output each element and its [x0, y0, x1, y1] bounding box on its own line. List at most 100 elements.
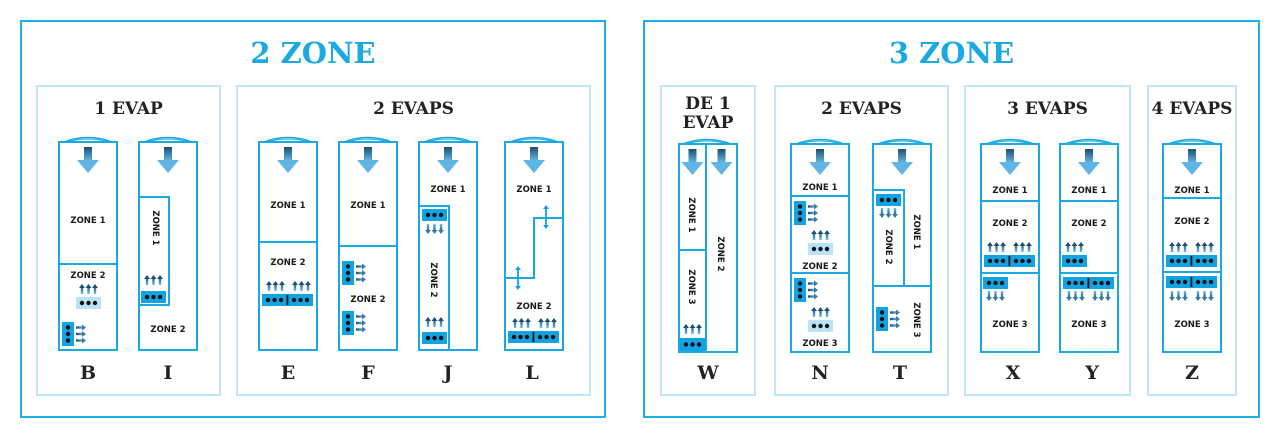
- unit-w: ZONE 1 ZONE 2 ZONE 3: [678, 138, 738, 353]
- zone-label: ZONE 2: [715, 236, 725, 271]
- airflow-up-icon: [266, 281, 311, 291]
- airflow-down-icon: [1169, 291, 1214, 301]
- unit-y: ZONE 1 ZONE 2 ZONE 3: [1059, 138, 1119, 353]
- unit-t: ZONE 2 ZONE 1 ZONE 3: [872, 138, 932, 353]
- zone-label: ZONE 3: [686, 269, 696, 304]
- zone-label: ZONE 1: [1071, 186, 1106, 196]
- supply-arrow-icon: [157, 147, 179, 173]
- panel-title-line-2: EVAP: [682, 113, 734, 133]
- evaporator-icon: [422, 332, 447, 344]
- airflow-up-icon: [811, 307, 830, 317]
- config-letter-y: Y: [1085, 362, 1099, 384]
- config-letter-t: T: [892, 362, 908, 384]
- unit-x: ZONE 1 ZONE 2 ZONE 3: [980, 138, 1040, 353]
- unit-b: ZONE 1 ZONE 2: [58, 136, 118, 351]
- panel-2-evaps: 2 EVAPS: [236, 85, 591, 396]
- airflow-up-icon: [144, 275, 163, 285]
- unit-f: ZONE 1 ZONE 2: [338, 136, 398, 351]
- panel-title: 1 EVAP: [94, 99, 163, 119]
- supply-arrow-icon: [891, 149, 913, 175]
- evaporator-icon: [1063, 277, 1114, 289]
- airflow-up-icon: [1169, 242, 1214, 252]
- unit-e: ZONE 1 ZONE 2: [258, 136, 318, 351]
- zone-label: ZONE 1: [350, 201, 385, 211]
- config-letter-f: F: [361, 362, 375, 384]
- airflow-up-icon: [811, 230, 830, 240]
- zone-label: ZONE 3: [1174, 320, 1209, 330]
- zone-label: ZONE 2: [150, 325, 185, 335]
- airflow-up-icon: [79, 284, 98, 294]
- panel-title: 3 EVAPS: [1007, 99, 1088, 119]
- panel-title: 2 EVAPS: [821, 99, 902, 119]
- evaporator-icon: [62, 322, 86, 346]
- config-letter-b: B: [79, 362, 97, 384]
- panel-de-1-evap: DE 1 EVAP: [660, 85, 756, 396]
- config-letter-l: L: [525, 362, 539, 384]
- supply-arrow-icon: [357, 147, 379, 173]
- three-zone-title: 3 ZONE: [888, 36, 1015, 70]
- zone-label: ZONE 1: [802, 183, 837, 193]
- unit-n: ZONE 1 ZONE 2 ZONE 3: [790, 138, 850, 353]
- airflow-up-icon: [683, 324, 702, 334]
- evaporator-icon: [876, 307, 900, 331]
- evaporator-icon: [76, 297, 101, 309]
- evaporator-icon: [1166, 276, 1217, 288]
- evaporator-icon: [808, 320, 833, 332]
- airflow-down-icon: [425, 224, 444, 234]
- evaporator-icon: [342, 261, 366, 285]
- zone-label: ZONE 2: [992, 219, 1027, 229]
- evaporator-icon: [808, 243, 833, 255]
- two-zone-frame: 2 ZONE: [20, 20, 606, 418]
- config-letter-x: X: [1005, 362, 1021, 384]
- panel-title: 2 EVAPS: [373, 99, 454, 119]
- unit-l: ZONE 1 ZONE 2: [504, 136, 564, 351]
- zone-label: ZONE 3: [992, 320, 1027, 330]
- supply-arrow-icon: [710, 149, 733, 175]
- supply-arrow-icon: [681, 149, 704, 175]
- config-letter-i: I: [163, 362, 173, 384]
- supply-arrow-icon: [277, 147, 299, 173]
- zone-label: ZONE 1: [992, 186, 1027, 196]
- zone-label: ZONE 2: [270, 258, 305, 268]
- airflow-down-icon: [1066, 291, 1111, 301]
- panel-title-line-1: DE 1: [685, 94, 731, 114]
- zone-label: ZONE 1: [686, 197, 696, 232]
- evaporator-icon: [508, 331, 559, 343]
- evaporator-icon: [794, 201, 818, 225]
- zone-label: ZONE 1: [70, 216, 105, 226]
- zone-label: ZONE 2: [1174, 217, 1209, 227]
- evaporator-icon: [984, 255, 1035, 267]
- config-letter-z: Z: [1185, 362, 1199, 384]
- unit-i: ZONE 1 ZONE 2: [138, 136, 198, 351]
- zone-label: ZONE 1: [1174, 186, 1209, 196]
- zone-label: ZONE 1: [516, 185, 551, 195]
- evaporator-icon: [422, 209, 447, 221]
- supply-arrow-icon: [999, 149, 1021, 175]
- zone-label: ZONE 3: [802, 339, 837, 349]
- three-zone-frame: 3 ZONE: [643, 20, 1260, 418]
- two-zone-title: 2 ZONE: [250, 36, 376, 70]
- airflow-up-icon: [512, 318, 557, 328]
- unit-z: ZONE 1 ZONE 2 ZONE 3: [1162, 138, 1222, 353]
- evaporator-icon: [1166, 255, 1217, 267]
- panel-2-evaps-3zone: 2 EVAPS: [774, 85, 949, 396]
- airflow-up-icon: [987, 242, 1032, 252]
- supply-arrow-icon: [1181, 149, 1203, 175]
- supply-arrow-icon: [77, 147, 99, 173]
- unit-j: ZONE 1 ZONE 2: [418, 136, 478, 351]
- zone-label: ZONE 1: [430, 185, 465, 195]
- airflow-down-icon: [879, 208, 898, 218]
- supply-arrow-icon: [809, 149, 831, 175]
- zone-label: ZONE 2: [516, 302, 551, 312]
- airflow-up-icon: [1065, 242, 1084, 252]
- evaporator-icon: [983, 277, 1008, 289]
- zone-label: ZONE 1: [150, 210, 160, 245]
- evaporator-icon: [1062, 255, 1087, 267]
- airflow-up-icon: [425, 317, 444, 327]
- zone-label: ZONE 3: [911, 302, 921, 337]
- evaporator-icon: [141, 291, 166, 303]
- zone-label: ZONE 2: [350, 295, 385, 305]
- zone-label: ZONE 1: [911, 214, 921, 249]
- panel-1-evap: 1 EVAP: [36, 85, 221, 396]
- supply-arrow-icon: [437, 147, 459, 173]
